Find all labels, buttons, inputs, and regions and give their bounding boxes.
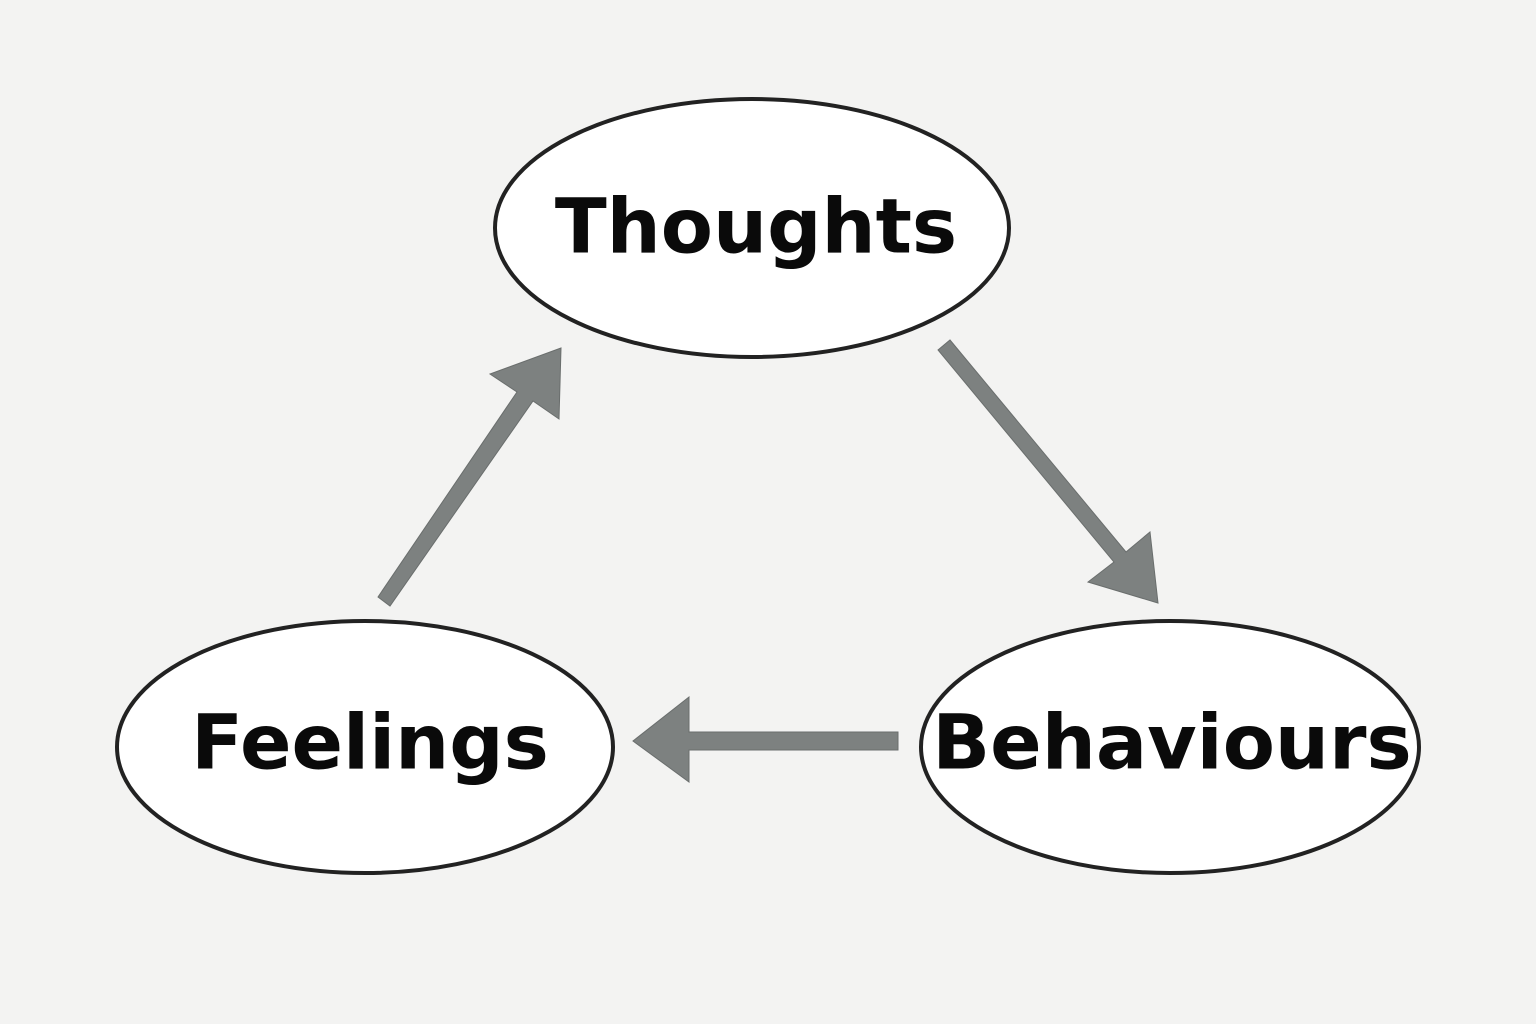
node-behaviours-ellipse: [919, 619, 1421, 875]
node-feelings-ellipse: [115, 619, 615, 875]
arrow-feelings-to-thoughts: [377, 347, 562, 607]
arrow-thoughts-to-behaviours: [937, 339, 1159, 604]
node-behaviours-label: Behaviours: [932, 698, 1412, 787]
arrow-up-right-icon: [377, 347, 562, 607]
node-thoughts: Thoughts: [493, 97, 1011, 359]
node-thoughts-ellipse: [493, 97, 1011, 359]
arrow-left-icon: [632, 695, 899, 783]
arrow-behaviours-to-feelings: [632, 695, 899, 783]
node-behaviours: Behaviours: [919, 619, 1421, 875]
node-feelings-label: Feelings: [191, 698, 549, 787]
node-thoughts-label: Thoughts: [555, 182, 957, 271]
node-feelings: Feelings: [115, 619, 615, 875]
arrow-right-down-icon: [937, 339, 1159, 604]
